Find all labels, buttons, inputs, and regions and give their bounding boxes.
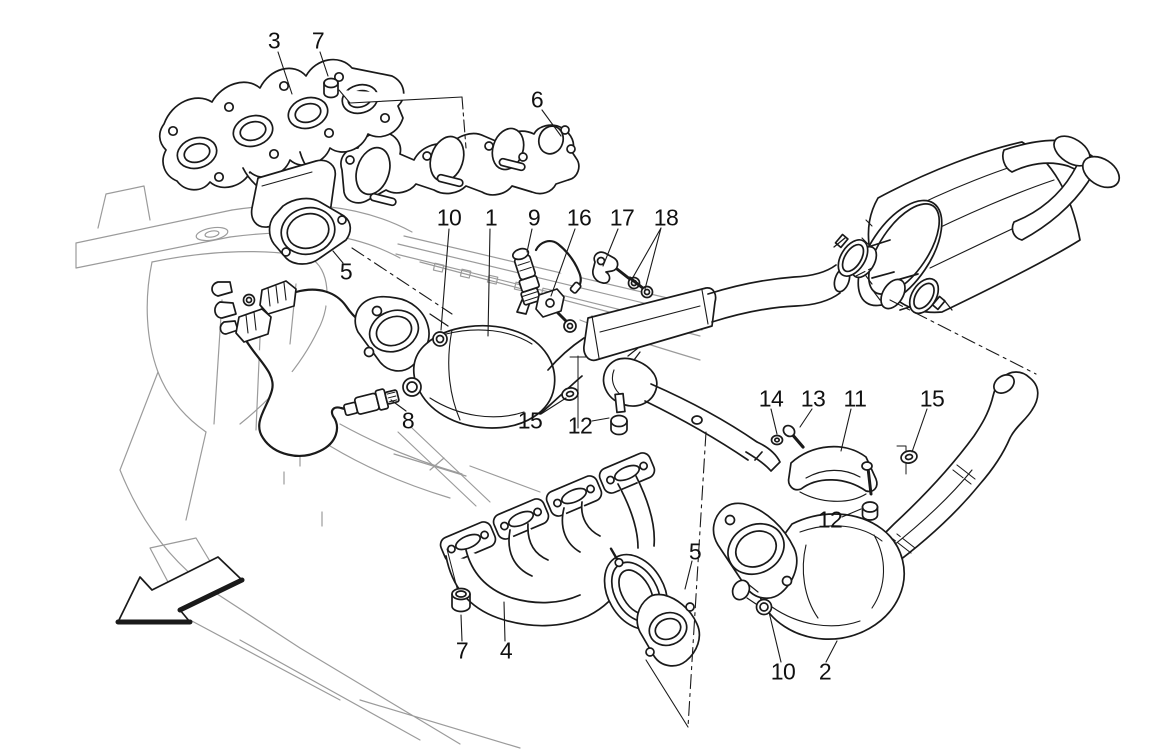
downpipe-gasket-5-lower [636,593,701,667]
sensor-wiring-harness [211,280,378,457]
downpipe-gasket-5-upper [268,197,352,265]
pipe-clamp-17 [592,251,619,284]
callout-18: 18 [653,204,679,231]
callout-6: 6 [530,86,544,113]
callout-1: 1 [484,204,498,231]
direction-arrow [115,556,245,625]
bracket-bolt-13 [782,424,805,449]
oxygen-sensor-8 [343,388,400,417]
callout-10-upper: 10 [436,204,462,231]
catalytic-converter-2 [712,502,905,640]
rear-exhaust-pipe-2 [865,371,1039,573]
manifold-nut-7-upper [323,77,467,149]
leader-lines [277,51,928,663]
callout-7-upper: 7 [311,27,325,54]
callout-3: 3 [267,27,281,54]
support-bracket-11 [787,445,879,521]
callout-12-left: 12 [567,412,593,439]
hanger-arm [644,383,781,472]
washer-14 [770,434,784,446]
rear-muffler [833,135,1121,315]
sensor-bracket-16 [535,288,577,333]
callout-8: 8 [401,407,415,434]
manifold-gasket-6 [340,124,580,207]
clamp-bolts-18 [615,267,654,299]
manifold-nut-7-lower [446,548,471,613]
catalytic-converter-1 [354,295,556,429]
callout-15-right: 15 [919,385,945,412]
callout-15-left: 15 [517,407,543,434]
callout-12-right: 12 [817,506,843,533]
callout-10-lower: 10 [770,658,796,685]
grommet-15-right [896,445,918,475]
callout-2: 2 [818,658,832,685]
callout-14: 14 [758,385,784,412]
callout-5-lower: 5 [688,538,702,565]
front-hanger-clamp [561,347,658,436]
callout-4: 4 [499,637,513,664]
callout-7-lower: 7 [455,637,469,664]
callout-11: 11 [843,385,867,412]
callout-17: 17 [609,204,635,231]
alignment-lines [351,247,1037,728]
callout-9: 9 [527,204,541,231]
oxygen-sensor-9 [511,240,582,315]
callout-13: 13 [800,385,826,412]
callout-16: 16 [566,204,592,231]
callout-5-upper: 5 [339,258,353,285]
